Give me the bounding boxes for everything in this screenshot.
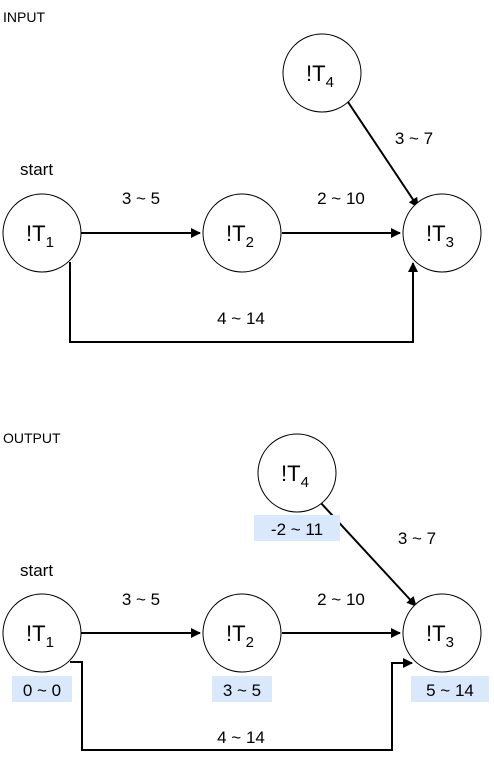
output-edge-t1-t3 [70, 658, 413, 751]
output-range-t3: 5 ~ 14 [411, 676, 489, 702]
output-edge-label-t4-t3: 3 ~ 7 [398, 529, 436, 548]
input-node-t1: !T1 [2, 193, 82, 273]
input-section: INPUT start 3 ~ 5 2 ~ 10 3 ~ 7 4 ~ 14 !T… [2, 9, 482, 343]
input-edge-label-t2-t3: 2 ~ 10 [317, 189, 365, 208]
output-range-t2: 3 ~ 5 [212, 676, 272, 702]
input-node-t2-label: !T2 [226, 221, 254, 251]
input-edge-label-t1-t3: 4 ~ 14 [217, 309, 265, 328]
output-node-t2: !T2 [202, 593, 282, 673]
input-section-label: INPUT [3, 9, 45, 25]
input-node-t4-label: !T4 [306, 61, 334, 91]
output-edge-label-t1-t3: 4 ~ 14 [217, 728, 265, 747]
output-section: OUTPUT start 3 ~ 5 2 ~ 10 3 ~ 7 4 ~ 14 !… [2, 430, 489, 751]
output-section-label: OUTPUT [3, 430, 61, 446]
input-edge-label-t1-t2: 3 ~ 5 [122, 189, 160, 208]
output-range-t2-text: 3 ~ 5 [223, 681, 261, 700]
output-range-t4: -2 ~ 11 [254, 515, 340, 541]
input-node-t3: !T3 [402, 193, 482, 273]
input-edge-label-t4-t3: 3 ~ 7 [395, 129, 433, 148]
output-start-label: start [20, 561, 53, 580]
output-edge-label-t1-t2: 3 ~ 5 [122, 590, 160, 609]
output-range-t4-text: -2 ~ 11 [271, 520, 323, 539]
output-edge-label-t2-t3: 2 ~ 10 [317, 590, 365, 609]
output-node-t4: !T4 [257, 433, 337, 513]
output-node-t2-label: !T2 [226, 621, 254, 651]
output-node-t1: !T1 [2, 593, 82, 673]
output-node-t3-label: !T3 [426, 621, 454, 651]
input-node-t2: !T2 [202, 193, 282, 273]
output-range-t3-text: 5 ~ 14 [426, 681, 474, 700]
output-range-t1-text: 0 ~ 0 [23, 681, 61, 700]
input-edge-t1-t3 [69, 262, 418, 343]
output-node-t1-label: !T1 [26, 621, 54, 651]
input-node-t3-label: !T3 [426, 221, 454, 251]
input-node-t4: !T4 [282, 33, 362, 113]
output-node-t4-label: !T4 [281, 461, 309, 491]
input-start-label: start [20, 160, 53, 179]
output-node-t3: !T3 [402, 593, 482, 673]
input-edge-t4-t3 [345, 98, 419, 208]
output-range-t1: 0 ~ 0 [12, 676, 72, 702]
input-node-t1-label: !T1 [26, 221, 54, 251]
